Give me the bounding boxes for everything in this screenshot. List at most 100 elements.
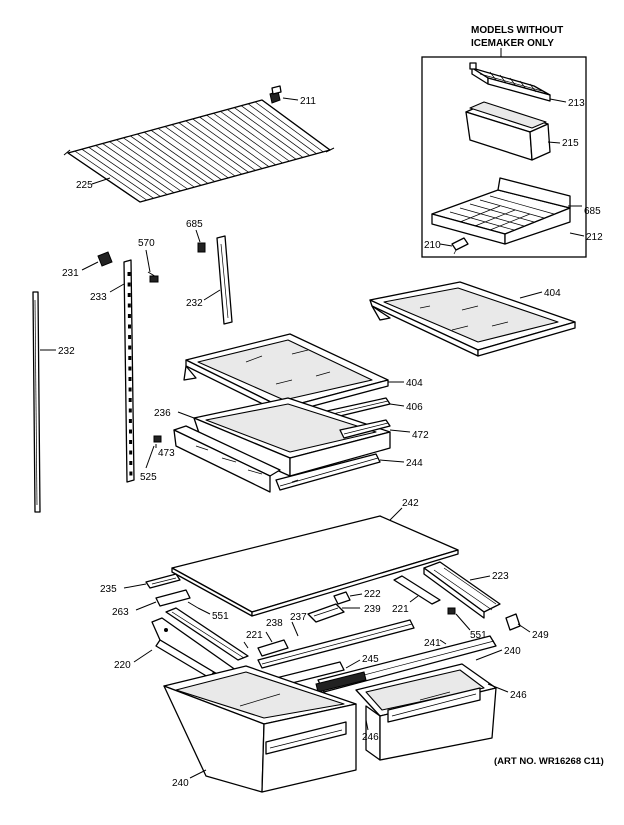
callout-242: 242 — [402, 498, 419, 509]
wire-shelf-rod — [123, 137, 195, 188]
wire-shelf-rod — [206, 114, 276, 166]
clip-473-part — [153, 435, 162, 443]
cover-support-235 — [145, 573, 181, 589]
callout-404-middle: 404 — [406, 378, 423, 389]
pan-rail-221-left — [165, 607, 249, 661]
wire-shelf-rod — [130, 135, 202, 186]
ice-shelf-part — [431, 177, 571, 245]
callout-404-right: 404 — [544, 288, 561, 299]
callout-473: 473 — [158, 448, 175, 459]
callout-551-left: 551 — [212, 611, 229, 622]
wire-shelf-rod — [109, 141, 181, 192]
pan-divider-238 — [257, 639, 289, 657]
crisper-pan-236 — [193, 397, 391, 477]
screw-551-left — [187, 601, 199, 609]
callout-235: 235 — [100, 584, 117, 595]
clip-210-part — [451, 237, 469, 255]
callout-237: 237 — [290, 612, 307, 623]
cover-front-bar-263 — [155, 589, 191, 607]
clip-249-part — [505, 613, 521, 631]
crisper-pan-240-left — [163, 665, 357, 793]
callout-238: 238 — [266, 618, 283, 629]
ice-bin-part — [465, 101, 551, 161]
callout-215: 215 — [562, 138, 579, 149]
cover-support-223 — [423, 561, 501, 619]
callout-221-left: 221 — [246, 630, 263, 641]
rail-slot — [128, 366, 132, 371]
rail-slot — [129, 450, 133, 455]
wire-shelf-rod — [234, 107, 304, 158]
wire-shelf-rod — [164, 126, 236, 177]
callout-525: 525 — [140, 472, 157, 483]
shelf-rail-232-left — [32, 291, 41, 513]
cap-231-part — [97, 251, 113, 267]
rail-slot — [128, 419, 132, 423]
wire-shelf-rod — [116, 139, 188, 190]
rail-slot — [127, 314, 131, 318]
callout-240-left: 240 — [172, 778, 189, 789]
rail-slot — [128, 408, 132, 413]
rail-slot — [127, 272, 131, 276]
rail-slot — [128, 398, 132, 402]
screw-570-part — [147, 271, 159, 283]
callout-472: 472 — [412, 430, 429, 441]
rail-slot — [128, 377, 132, 381]
callout-220: 220 — [114, 660, 131, 671]
wire-shelf-rod — [81, 148, 154, 199]
icemaker-inset: MODELS WITHOUT ICEMAKER ONLY 213 215 — [421, 25, 603, 258]
callout-263: 263 — [112, 607, 129, 618]
rail-slot — [128, 324, 131, 329]
inset-title-line2: ICEMAKER ONLY — [471, 38, 554, 49]
drawer-support-frame — [173, 425, 281, 493]
wire-shelf-rod — [144, 131, 215, 182]
bracket-239 — [307, 603, 345, 623]
callout-213: 213 — [568, 98, 585, 109]
crisper-pan-240-right — [355, 663, 497, 761]
callout-551-right: 551 — [470, 630, 487, 641]
slide-rail-472 — [339, 419, 391, 439]
wire-shelf-rod — [247, 103, 317, 154]
clip-211-part — [269, 85, 282, 104]
rail-slot — [128, 387, 132, 392]
wire-shelf-rod — [227, 109, 297, 160]
inset-title-line1: MODELS WITHOUT — [471, 25, 563, 36]
callout-245: 245 — [362, 654, 379, 665]
callout-685-inset: 685 — [584, 206, 601, 217]
wire-shelf-rod — [213, 112, 283, 164]
wire-shelf-rod — [178, 122, 249, 173]
callout-570: 570 — [138, 238, 155, 249]
rail-slot — [129, 461, 133, 465]
slide-rail-244 — [275, 453, 381, 491]
callout-246-right: 246 — [510, 690, 527, 701]
callout-225: 225 — [76, 180, 93, 191]
rail-slot — [128, 345, 132, 350]
shelf-rail-233 — [123, 259, 135, 483]
wire-shelf-rod — [171, 124, 242, 175]
wire-shelf-rod — [137, 133, 209, 184]
screw-551-right — [447, 607, 456, 615]
shelf-rail-232-right — [216, 235, 233, 325]
wire-shelf-225 — [63, 99, 335, 203]
callout-223: 223 — [492, 571, 509, 582]
rail-slot — [129, 471, 133, 476]
glass-shelf-404-right — [369, 281, 576, 357]
art-number: (ART NO. WR16268 C11) — [494, 756, 604, 767]
callout-236: 236 — [154, 408, 171, 419]
callout-406: 406 — [406, 402, 423, 413]
pan-cover-glass-242 — [171, 515, 459, 617]
callout-241: 241 — [424, 638, 441, 649]
callout-232-right: 232 — [186, 298, 203, 309]
callout-244: 244 — [406, 458, 423, 469]
callout-249: 249 — [532, 630, 549, 641]
pan-rail-221-right — [393, 575, 441, 605]
bracket-222 — [333, 591, 351, 605]
wire-shelf-rod — [254, 101, 324, 153]
wire-shelf-rod — [95, 145, 168, 195]
rail-slot — [127, 282, 131, 287]
rail-slot — [129, 429, 132, 434]
rail-slot — [128, 335, 132, 339]
wire-shelf-rod — [185, 120, 256, 171]
screw-685-part — [197, 242, 206, 253]
callout-233: 233 — [90, 292, 107, 303]
